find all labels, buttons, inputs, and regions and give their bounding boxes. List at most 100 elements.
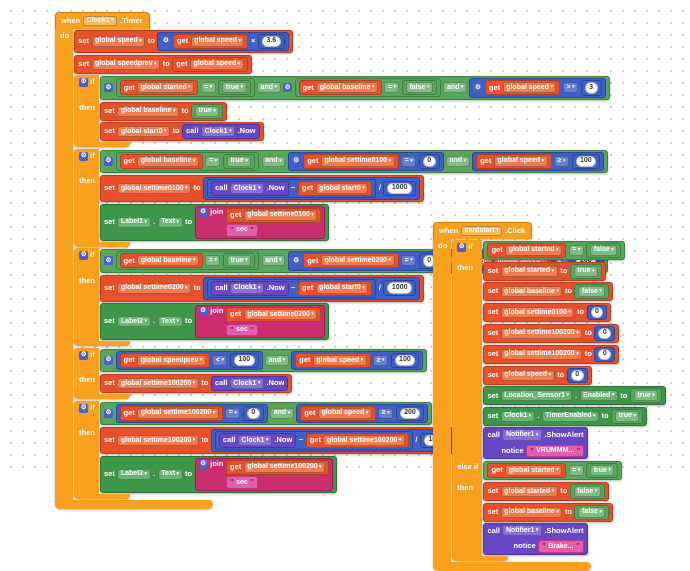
operator-dropdown[interactable]: =▾	[225, 407, 241, 419]
variable-dropdown[interactable]: global start0▾	[315, 282, 369, 294]
number-block[interactable]: 0	[594, 346, 616, 362]
boolean-dropdown[interactable]: true▾	[615, 410, 640, 422]
variable-dropdown[interactable]: global speedprev▾	[91, 58, 161, 70]
boolean-dropdown[interactable]: true▾	[590, 465, 615, 477]
number-block[interactable]: 100	[390, 352, 420, 369]
boolean-dropdown[interactable]: false▾	[590, 244, 618, 256]
variable-dropdown[interactable]: global baseline▾	[137, 255, 199, 267]
string-block[interactable]: " sec "	[225, 224, 258, 237]
logic-boolean-block[interactable]: true▾	[222, 253, 256, 269]
component-dropdown[interactable]: Label1▾	[117, 216, 151, 228]
boolean-dropdown[interactable]: true▾	[226, 155, 252, 167]
component-dropdown[interactable]: Notifier1▾	[502, 525, 542, 537]
logic-boolean-block[interactable]: true▾	[218, 80, 251, 96]
string-text-field[interactable]: sec	[236, 226, 248, 234]
variable-dropdown[interactable]: global started▾	[137, 82, 195, 94]
operator-dropdown[interactable]: and▾	[261, 255, 286, 267]
variable-dropdown[interactable]: global settime100200▾	[117, 435, 199, 447]
number-field[interactable]: 3	[584, 82, 598, 94]
operator-dropdown[interactable]: =▾	[205, 155, 221, 167]
number-block[interactable]: 100	[571, 153, 601, 169]
operator-dropdown[interactable]: and▾	[443, 82, 467, 94]
variable-dropdown[interactable]: global speedprev▾	[137, 355, 206, 367]
variable-dropdown[interactable]: global baseline▾	[500, 506, 563, 518]
mutator-gear-icon[interactable]: ⚙	[198, 459, 208, 469]
mutator-gear-icon[interactable]: ⚙	[79, 403, 89, 413]
variable-dropdown[interactable]: global settime100200▾	[243, 461, 326, 473]
component-dropdown[interactable]: Clock1▾	[229, 378, 264, 390]
mutator-gear-icon[interactable]: ⚙	[79, 251, 89, 261]
mutator-gear-icon[interactable]: ⚙	[79, 350, 89, 360]
number-field[interactable]: 0	[422, 155, 436, 167]
variable-dropdown[interactable]: global baseline▾	[117, 105, 179, 117]
property-dropdown[interactable]: Text▾	[157, 216, 183, 228]
operator-dropdown[interactable]: =▾	[568, 244, 584, 256]
operator-dropdown[interactable]: =▾	[384, 82, 400, 94]
mutator-gear-icon[interactable]: ⚙	[291, 256, 301, 266]
mutator-gear-icon[interactable]: ⚙	[104, 256, 114, 266]
variable-dropdown[interactable]: global speed▾	[493, 155, 548, 167]
variable-dropdown[interactable]: global started▾	[500, 486, 558, 498]
variable-dropdown[interactable]: global settime0200▾	[320, 255, 395, 267]
logic-boolean-block[interactable]: false▾	[574, 504, 610, 520]
operator-dropdown[interactable]: =▾	[200, 82, 216, 94]
mutator-gear-icon[interactable]: ⚙	[104, 408, 114, 418]
variable-dropdown[interactable]: global baseline▾	[316, 82, 378, 94]
logic-boolean-block[interactable]: true▾	[611, 408, 644, 424]
logic-boolean-block[interactable]: true▾	[191, 103, 224, 119]
logic-boolean-block[interactable]: false▾	[569, 484, 605, 500]
number-block[interactable]: 3	[580, 80, 602, 96]
component-dropdown[interactable]: Clock1▾	[237, 435, 272, 447]
number-block[interactable]: 0	[418, 153, 440, 169]
number-field[interactable]: 100	[233, 354, 255, 367]
mutator-gear-icon[interactable]: ⚙	[198, 207, 208, 217]
number-block[interactable]: 0	[242, 405, 264, 422]
boolean-dropdown[interactable]: true▾	[573, 265, 599, 277]
operator-dropdown[interactable]: and▾	[446, 155, 470, 167]
variable-dropdown[interactable]: global start0▾	[315, 183, 369, 195]
